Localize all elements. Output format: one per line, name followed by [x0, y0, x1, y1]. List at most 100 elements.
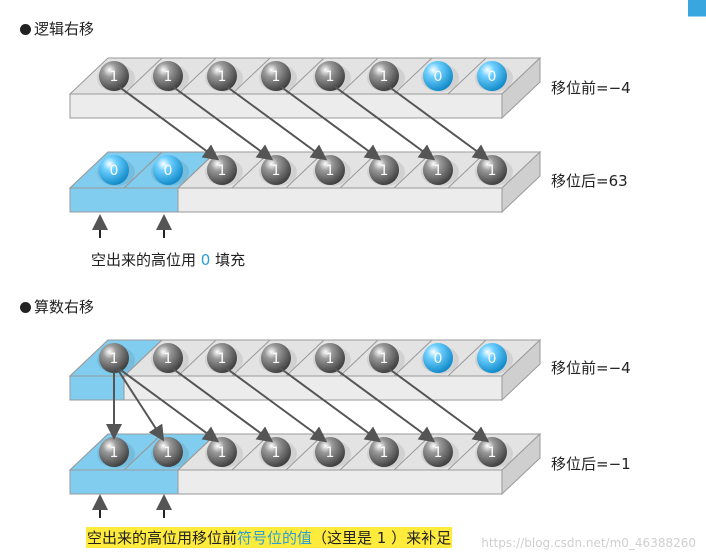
bit-value: 1	[218, 163, 227, 179]
bit-value: 1	[434, 163, 443, 179]
bit-value: 1	[272, 163, 281, 179]
bit-ball	[315, 155, 345, 185]
bit-value: 1	[380, 445, 389, 461]
shift-arrow	[171, 85, 274, 161]
bit-value: 1	[110, 69, 119, 85]
bit-value: 1	[326, 69, 335, 85]
bit-ball	[477, 61, 507, 91]
slot-divider	[339, 57, 379, 95]
highlight-front	[69, 187, 179, 213]
bit-value: 0	[434, 69, 443, 85]
bit-value: 0	[164, 163, 173, 179]
bit-value: 0	[434, 351, 443, 367]
bit-value: 1	[272, 69, 281, 85]
bit-ball	[423, 343, 453, 373]
bit-value: 1	[488, 445, 497, 461]
bit-value: 1	[272, 445, 281, 461]
bit-ball	[315, 61, 345, 91]
slot-divider	[447, 57, 487, 95]
bullet-icon	[20, 302, 31, 313]
highlight-front	[69, 375, 125, 401]
bit-ball	[369, 343, 399, 373]
bit-value: 1	[218, 445, 227, 461]
bit-ball	[477, 343, 507, 373]
bit-value: 1	[326, 445, 335, 461]
row-label-after: 移位后=−1	[551, 455, 631, 473]
bit-ball	[477, 437, 507, 467]
row-label-after: 移位后=63	[551, 172, 628, 190]
slot-divider	[285, 57, 325, 95]
shift-arrow	[225, 85, 328, 161]
bit-value: 0	[488, 351, 497, 367]
slot-divider	[393, 57, 433, 95]
bit-ball	[99, 437, 129, 467]
bullet-icon	[20, 24, 31, 35]
bit-ball	[261, 343, 291, 373]
bit-ball	[477, 155, 507, 185]
bit-value: 1	[380, 351, 389, 367]
slot-divider	[447, 339, 487, 377]
bit-ball	[153, 155, 183, 185]
shift-arrow	[117, 367, 220, 443]
tray-front	[69, 93, 503, 119]
bit-value: 1	[164, 69, 173, 85]
corner-accent	[688, 0, 706, 552]
bit-ball	[423, 437, 453, 467]
slot-divider	[393, 339, 433, 377]
shift-arrow	[387, 367, 490, 443]
shift-arrow	[225, 367, 328, 443]
bit-value: 0	[110, 163, 119, 179]
section-title-arithmetic: 算数右移	[20, 296, 94, 317]
shift-arrow	[387, 85, 490, 161]
row-label-before: 移位前=−4	[551, 79, 631, 97]
caption-logical: 空出来的高位用 0 填充	[91, 251, 246, 269]
slot-divider	[285, 339, 325, 377]
slot-divider	[177, 57, 217, 95]
shift-arrow	[117, 85, 220, 161]
bit-ball	[99, 61, 129, 91]
bit-ball	[315, 343, 345, 373]
bit-ball	[99, 155, 129, 185]
highlight-front	[69, 469, 179, 495]
bit-value: 0	[488, 69, 497, 85]
bit-ball	[423, 155, 453, 185]
bit-value: 1	[272, 351, 281, 367]
bit-value: 1	[110, 351, 119, 367]
slot-divider	[231, 57, 271, 95]
bit-ball	[261, 61, 291, 91]
section-title-logical: 逻辑右移	[20, 18, 94, 39]
bit-value: 1	[380, 69, 389, 85]
bit-ball	[423, 61, 453, 91]
caption-arithmetic: 空出来的高位用移位前符号位的值（这里是 1 ）来补足	[86, 527, 453, 548]
bit-value: 1	[218, 351, 227, 367]
slot-divider	[123, 339, 163, 377]
bit-ball	[153, 343, 183, 373]
slot-divider	[123, 151, 163, 189]
bit-value: 1	[434, 445, 443, 461]
shift-arrow	[279, 85, 382, 161]
bit-ball	[369, 437, 399, 467]
bit-ball	[207, 343, 237, 373]
bit-ball	[153, 61, 183, 91]
bit-ball	[207, 437, 237, 467]
shift-arrow	[279, 367, 382, 443]
bit-ball	[369, 61, 399, 91]
sign-copy-arrow	[117, 369, 165, 442]
bit-value: 1	[326, 351, 335, 367]
shift-arrow	[171, 367, 274, 443]
bit-ball	[99, 343, 129, 373]
shift-arrow	[333, 367, 436, 443]
bit-ball	[261, 437, 291, 467]
slot-divider	[123, 57, 163, 95]
bit-value: 1	[110, 445, 119, 461]
bit-value: 1	[326, 163, 335, 179]
slot-divider	[177, 339, 217, 377]
bit-ball	[261, 155, 291, 185]
bit-value: 1	[164, 445, 173, 461]
bit-value: 1	[380, 163, 389, 179]
bit-value: 1	[218, 69, 227, 85]
bit-value: 1	[164, 351, 173, 367]
slot-divider	[231, 339, 271, 377]
bit-ball	[207, 155, 237, 185]
